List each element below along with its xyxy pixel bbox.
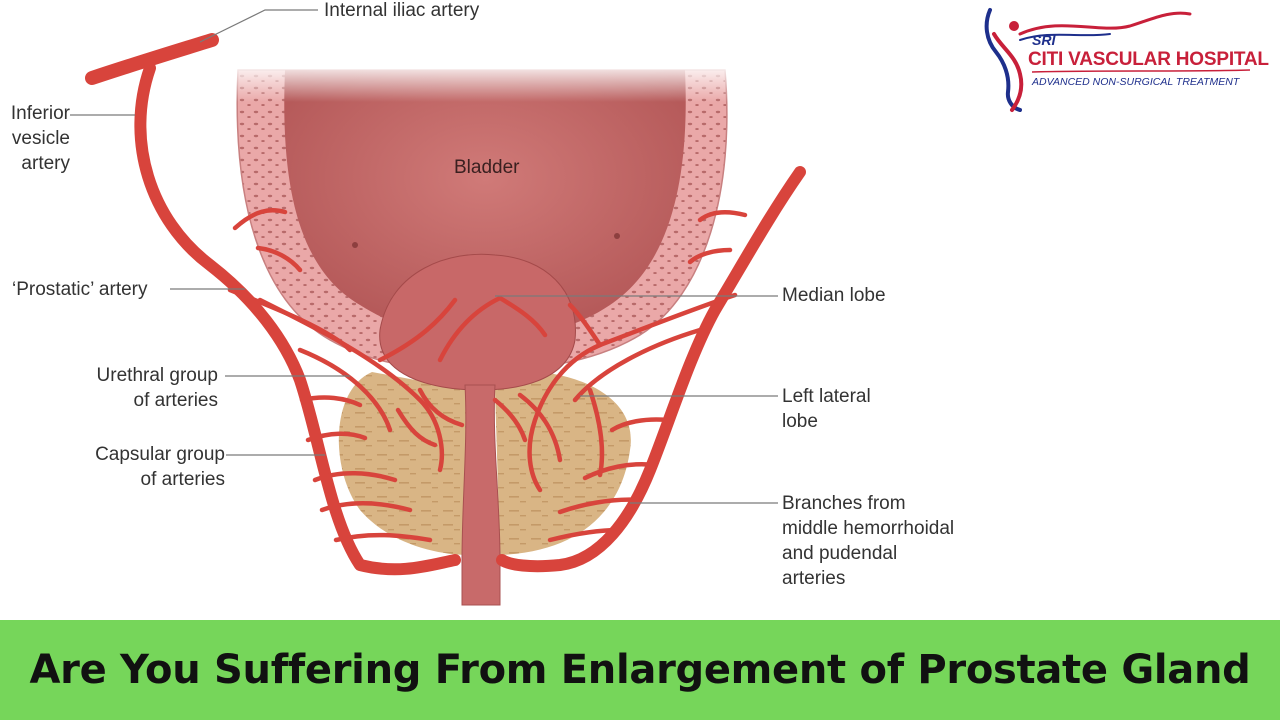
- headline-text: Are You Suffering From Enlargement of Pr…: [29, 647, 1251, 693]
- label-prostatic-artery: ‘Prostatic’ artery: [12, 279, 148, 300]
- median-lobe: [379, 253, 576, 391]
- label-capsular-group: Capsular group of arteries: [95, 444, 225, 490]
- logo-tagline: ADVANCED NON-SURGICAL TREATMENT: [1032, 76, 1240, 88]
- label-inferior-vesicle-artery: Inferior vesicle artery: [10, 103, 70, 174]
- prostate-right-lobe: [338, 372, 470, 555]
- hospital-logo: SRI CITI VASCULAR HOSPITAL ADVANCED NON-…: [980, 4, 1270, 116]
- inferior-vesicle-artery: [134, 62, 461, 576]
- label-branches-from: Branches from middle hemorrhoidal and pu…: [782, 493, 955, 589]
- label-internal-iliac-artery: Internal iliac artery: [324, 0, 480, 21]
- arteries: [85, 33, 806, 576]
- label-left-lateral-lobe: Left lateral lobe: [782, 386, 871, 432]
- leader-internal-iliac: [199, 9, 318, 43]
- prostate-left-lobe: [495, 370, 631, 555]
- label-urethral-group: Urethral group of arteries: [96, 365, 218, 411]
- label-bladder: Bladder: [454, 157, 520, 178]
- urethra: [461, 384, 501, 606]
- logo-prefix: SRI: [1032, 32, 1056, 48]
- bladder-lumen: [284, 70, 686, 340]
- artery-branches: [227, 208, 748, 543]
- logo-figure-icon: [984, 8, 1251, 112]
- logo-name: CITI VASCULAR HOSPITAL: [1028, 49, 1269, 70]
- left-vesicle-artery: [496, 166, 806, 573]
- internal-iliac-artery: [85, 33, 219, 85]
- prostate-anatomy-diagram: [70, 9, 806, 606]
- headline-banner: Are You Suffering From Enlargement of Pr…: [0, 620, 1280, 720]
- label-median-lobe: Median lobe: [782, 285, 886, 306]
- leader-lines: [70, 9, 778, 504]
